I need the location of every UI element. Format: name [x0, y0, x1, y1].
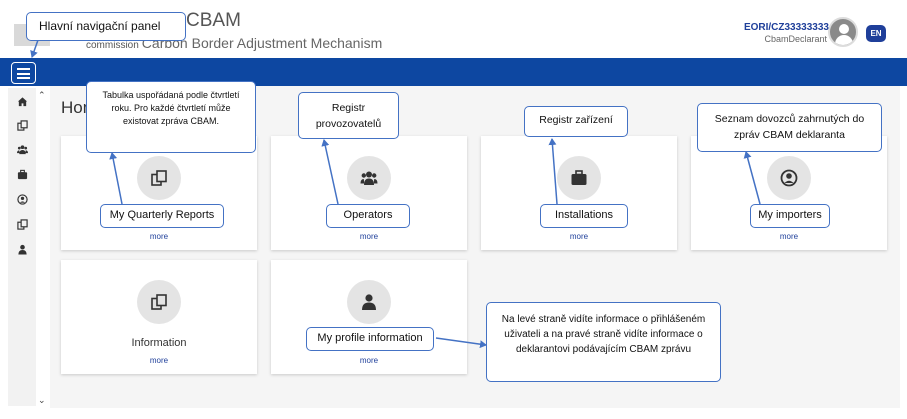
card-profile-information[interactable]: My profile information more — [271, 260, 467, 374]
callout-operators-register: Registr provozovatelů — [298, 92, 399, 139]
briefcase-icon[interactable] — [17, 169, 28, 180]
callout-label-operators: Operators — [326, 204, 410, 228]
copy-icon — [151, 294, 167, 310]
callout-quarterly: Tabulka uspořádaná podle čtvrtletí roku.… — [86, 81, 256, 153]
card-operators[interactable]: Operators more — [271, 136, 467, 250]
user-icon[interactable] — [17, 244, 28, 255]
card-icon-circle — [137, 280, 181, 324]
callout-label-installations: Installations — [540, 204, 628, 228]
copy-icon[interactable] — [17, 120, 28, 131]
card-more-link[interactable]: more — [149, 232, 169, 241]
user-circle-icon — [780, 169, 798, 187]
callout-importers-list: Seznam dovozců zahrnutých do zpráv CBAM … — [697, 103, 882, 152]
card-installations[interactable]: Installations more — [481, 136, 677, 250]
card-information[interactable]: Information more — [61, 260, 257, 374]
hamburger-menu-button[interactable] — [11, 62, 36, 84]
user-icon — [362, 294, 376, 310]
callout-nav-panel: Hlavní navigační panel — [26, 12, 186, 41]
avatar-body — [835, 35, 853, 45]
card-more-link[interactable]: more — [359, 356, 379, 365]
card-importers[interactable]: My importers more — [691, 136, 887, 250]
callout-label-profile: My profile information — [306, 327, 434, 351]
sidebar — [8, 88, 36, 406]
card-icon-circle — [347, 156, 391, 200]
callout-profile-info: Na levé straně vidíte informace o přihlá… — [486, 302, 721, 382]
card-icon-circle — [767, 156, 811, 200]
card-more-link[interactable]: more — [779, 232, 799, 241]
home-icon[interactable] — [17, 96, 28, 107]
card-more-link[interactable]: more — [569, 232, 589, 241]
sidebar-scroll-up-icon[interactable]: ⌃ — [38, 90, 46, 100]
callout-label-importers: My importers — [750, 204, 830, 228]
users-icon — [360, 171, 378, 185]
sidebar-scroll-down-icon[interactable]: ⌄ — [38, 395, 46, 405]
avatar-head — [839, 24, 849, 34]
card-icon-circle — [137, 156, 181, 200]
app-title: CBAM — [186, 10, 241, 31]
callout-label-quarterly-reports: My Quarterly Reports — [100, 204, 224, 228]
callout-installations-register: Registr zařízení — [524, 106, 628, 137]
card-icon-circle — [557, 156, 601, 200]
user-eori: EORI/CZ33333333 — [743, 22, 829, 33]
subtitle-prefix: commission — [86, 40, 139, 51]
subtitle-text: Carbon Border Adjustment Mechanism — [141, 35, 383, 51]
card-quarterly-reports[interactable]: My Quarterly Reports more — [61, 136, 257, 250]
user-role: CbamDeclarant — [764, 34, 827, 44]
avatar[interactable] — [828, 17, 858, 47]
copy-icon — [151, 170, 167, 186]
card-icon-circle — [347, 280, 391, 324]
user-circle-icon[interactable] — [17, 194, 28, 205]
users-icon[interactable] — [17, 144, 28, 155]
card-more-link[interactable]: more — [359, 232, 379, 241]
card-more-link[interactable]: more — [149, 356, 169, 365]
card-label: Information — [131, 337, 187, 349]
copy-icon[interactable] — [17, 219, 28, 230]
language-button[interactable]: EN — [866, 25, 886, 42]
briefcase-icon — [571, 170, 587, 185]
